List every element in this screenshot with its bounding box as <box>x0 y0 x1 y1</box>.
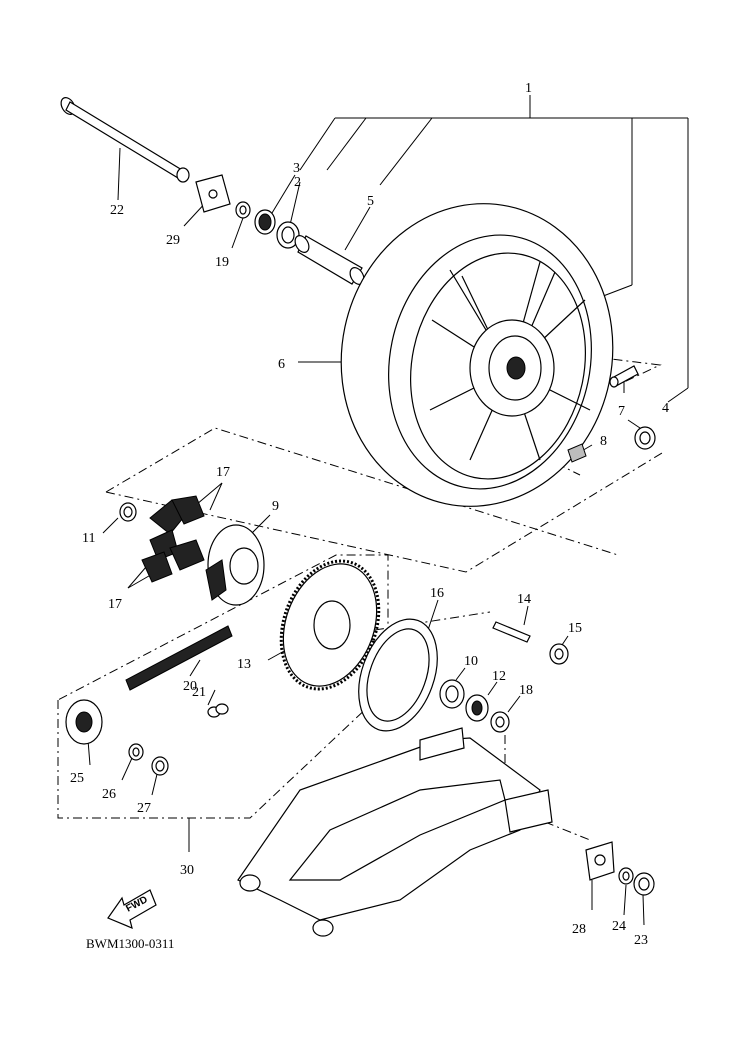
callout-25: 25 <box>70 771 84 786</box>
callout-26: 26 <box>102 787 116 802</box>
sprocket-hub <box>205 524 265 606</box>
callout-5: 5 <box>367 194 374 209</box>
callout-18: 18 <box>519 683 533 698</box>
sprocket-guard <box>358 618 438 732</box>
callout-15: 15 <box>568 621 582 636</box>
callout-22: 22 <box>110 203 124 218</box>
callout-28: 28 <box>572 922 586 937</box>
lock-washer <box>128 743 144 761</box>
callout-1: 1 <box>525 81 532 96</box>
drive-chain <box>125 625 233 718</box>
callout-12: 12 <box>492 669 506 684</box>
callout-29: 29 <box>166 233 180 248</box>
forward-arrow-icon: FWD <box>107 889 157 930</box>
callout-30: 30 <box>180 863 194 878</box>
callout-21: 21 <box>192 685 206 700</box>
swingarm <box>237 727 553 937</box>
callout-9: 9 <box>272 499 279 514</box>
hub-dampers <box>141 495 205 583</box>
chain-adjuster-plate-right <box>585 841 615 881</box>
callout-23: 23 <box>634 933 648 948</box>
oil-seal <box>254 209 276 235</box>
callout-4: 4 <box>662 401 669 416</box>
washer-right <box>618 867 634 885</box>
collar-spacer <box>294 235 365 285</box>
callout-19: 19 <box>215 255 229 270</box>
rear-axle <box>60 97 190 183</box>
callout-27: 27 <box>137 801 151 816</box>
nut <box>549 643 569 665</box>
callout-6: 6 <box>278 357 285 372</box>
callout-3: 3 <box>293 161 300 176</box>
balance-weight <box>567 443 587 463</box>
callout-10: 10 <box>464 654 478 669</box>
bearing-sprocket-side <box>439 679 465 709</box>
callout-20: 20 <box>183 679 197 694</box>
axle-nut <box>633 872 655 896</box>
callout-11: 11 <box>82 531 95 546</box>
callout-2: 2 <box>294 175 301 190</box>
drive-sprocket <box>65 699 103 745</box>
collar <box>119 502 137 522</box>
collar-sprocket-side <box>490 711 510 733</box>
callout-7: 7 <box>618 404 625 419</box>
callout-13: 13 <box>237 657 251 672</box>
chain-adjuster-plate <box>195 174 231 213</box>
washer <box>235 201 251 219</box>
callout-17-top: 17 <box>216 465 230 480</box>
rear-wheel <box>340 203 614 507</box>
callout-17-bottom: 17 <box>108 597 122 612</box>
rear-sprocket <box>279 559 381 691</box>
callout-14: 14 <box>517 592 531 607</box>
stud-bolt <box>492 621 531 643</box>
bearing <box>276 221 300 249</box>
oil-seal-sprocket-side <box>465 694 489 722</box>
tire-valve <box>609 365 639 388</box>
diagram-code: BWM1300-0311 <box>86 936 174 951</box>
bearing-right <box>634 426 656 450</box>
callout-24: 24 <box>612 919 626 934</box>
sprocket-nut <box>151 756 169 776</box>
callout-8: 8 <box>600 434 607 449</box>
callout-labels: 1 3 2 5 22 29 19 6 4 7 8 17 9 11 17 16 1… <box>70 81 669 948</box>
callout-16: 16 <box>430 586 444 601</box>
